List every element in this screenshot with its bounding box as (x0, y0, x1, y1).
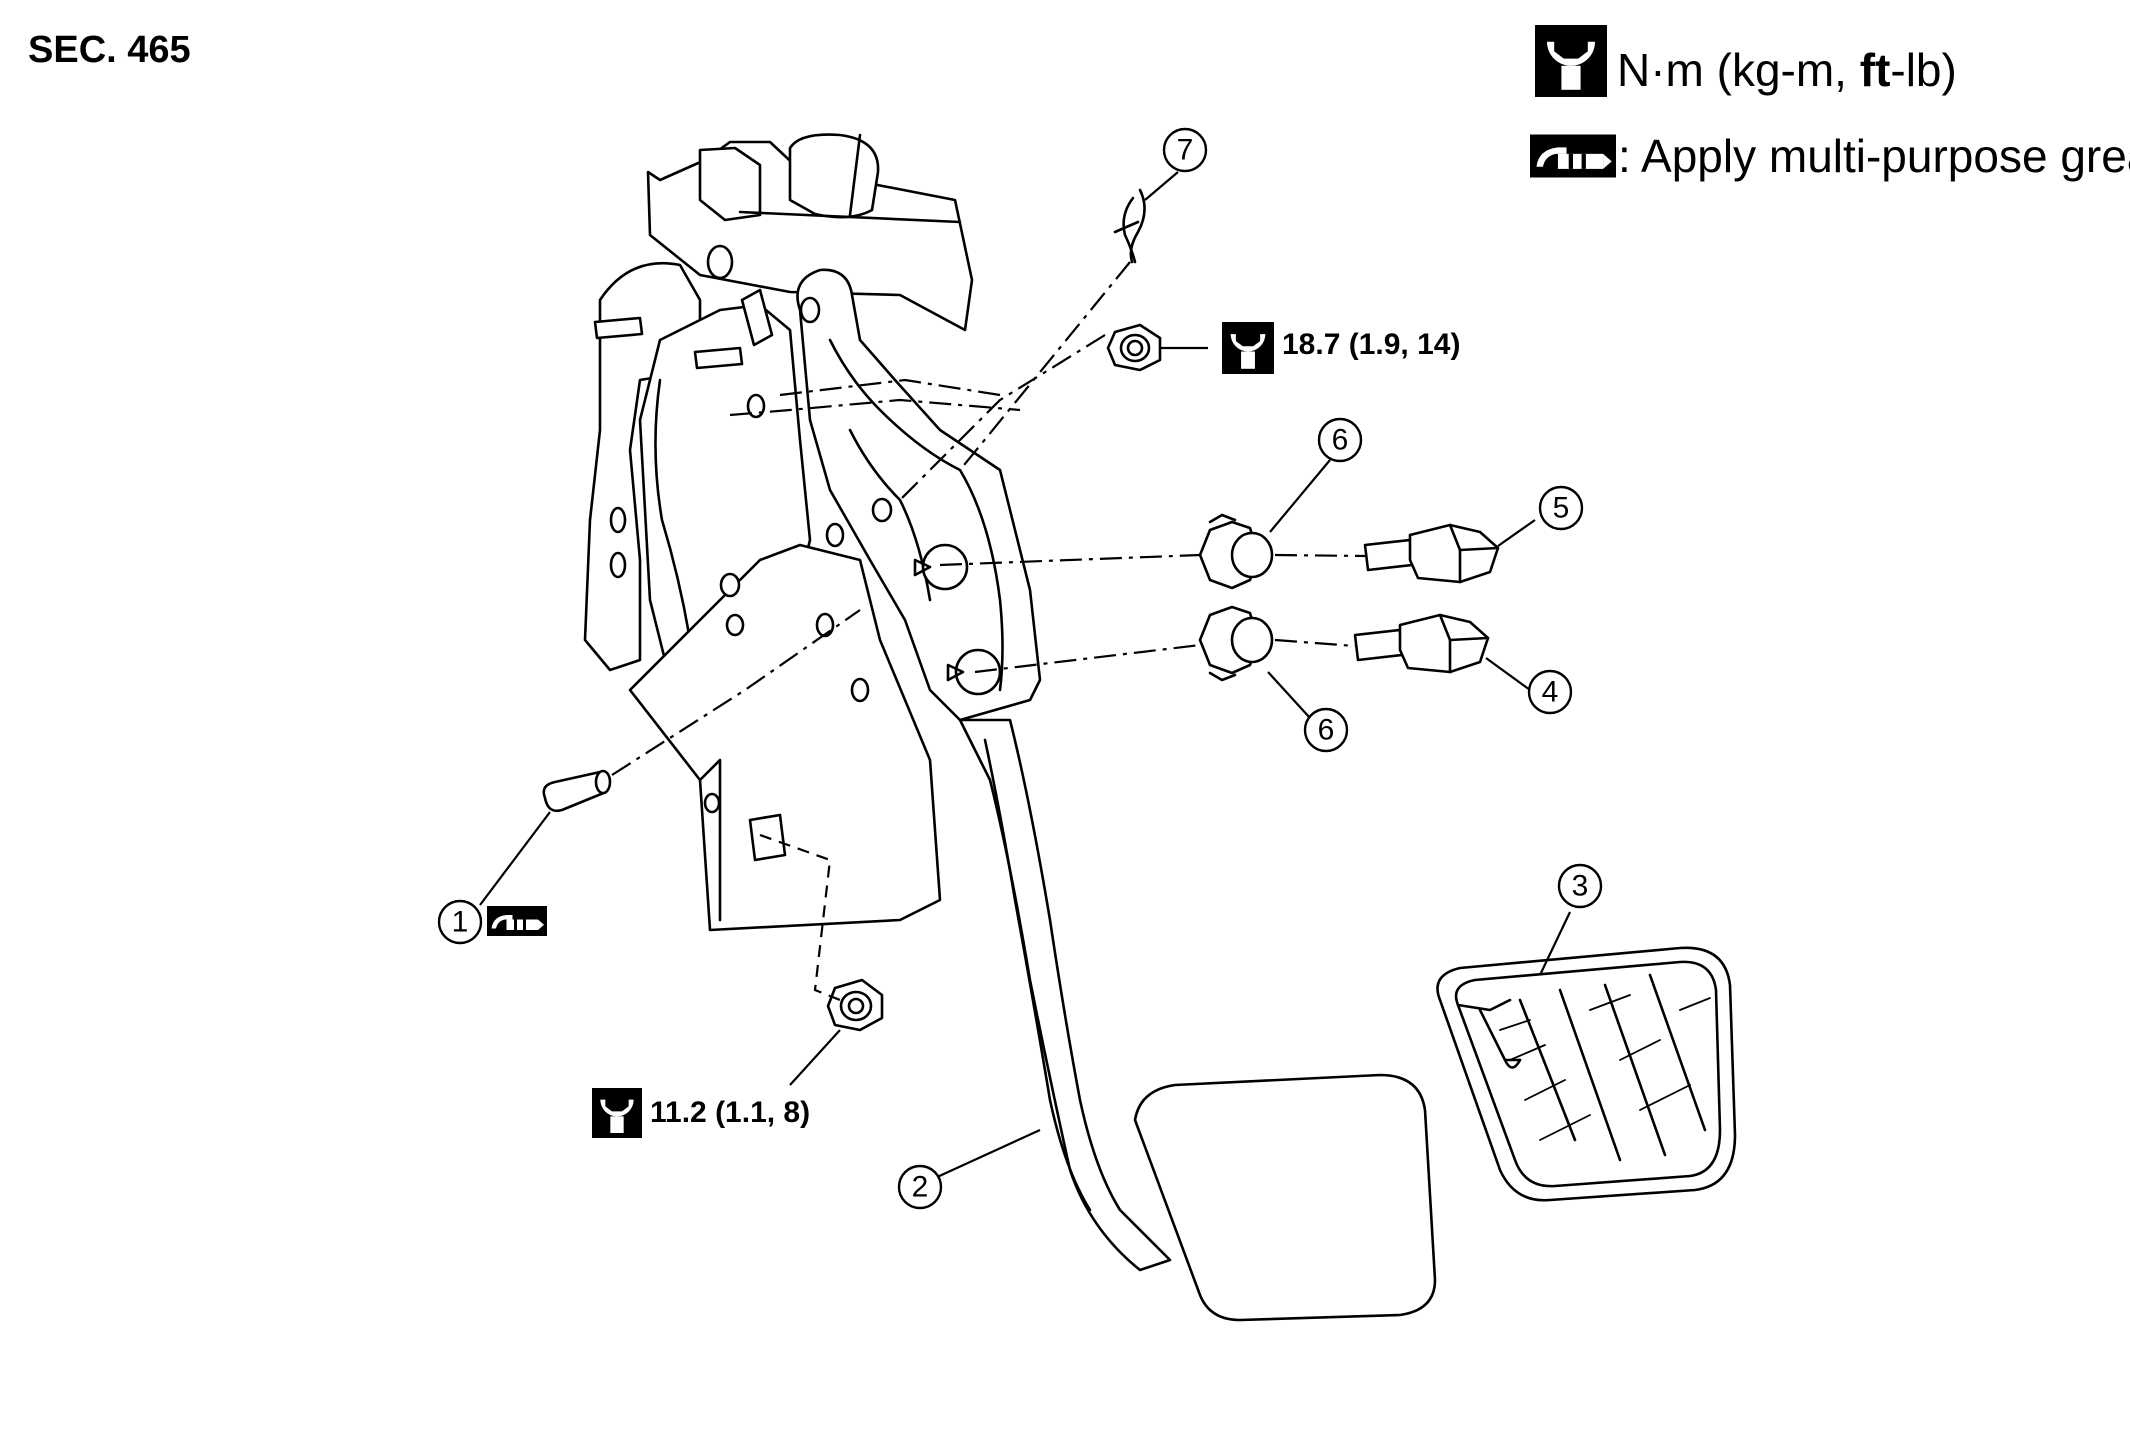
stop-lamp-switch (1363, 523, 1500, 584)
torque-wrench-icon (1535, 25, 1607, 97)
callout-1: 1 (437, 899, 483, 945)
svg-text:2: 2 (912, 1171, 929, 1204)
snap-pin (1113, 188, 1146, 264)
grease-gun-icon (487, 906, 547, 936)
upper-nut (1106, 323, 1162, 372)
legend-torque-unit-part1: N·m (kg-m, (1617, 44, 1847, 96)
lower-nut (826, 978, 884, 1032)
svg-text:1: 1 (452, 906, 469, 939)
svg-text:6: 6 (1332, 424, 1349, 457)
callout-7: 7 (1162, 127, 1208, 173)
legend-torque-unit-part3: -lb) (1890, 44, 1956, 96)
grease-gun-icon (1530, 134, 1616, 178)
callout-4: 4 (1527, 669, 1573, 715)
legend-torque: N·m (kg-m, ft-lb) (1535, 25, 1957, 97)
legend-grease: : Apply multi-purpose grease (1530, 130, 2130, 182)
torque-upper-value: 18.7 (1.9, 14) (1282, 328, 1460, 361)
callout-6-upper: 6 (1317, 417, 1363, 463)
torque-lower-value: 11.2 (1.1, 8) (650, 1096, 810, 1129)
ascd-switch (1353, 613, 1490, 674)
clevis-pin (542, 769, 612, 813)
svg-text:4: 4 (1542, 676, 1559, 709)
switch-clip-upper (1198, 513, 1274, 590)
torque-wrench-icon (592, 1088, 642, 1138)
svg-text:5: 5 (1553, 492, 1570, 525)
leaders (479, 171, 1571, 1180)
callout-5: 5 (1538, 485, 1584, 531)
switch-clip-lower (1198, 605, 1274, 682)
assembly-lines (611, 261, 1366, 1002)
legend-torque-unit-ft: ft (1847, 44, 1890, 96)
callout-2: 2 (897, 1164, 943, 1210)
torque-upper: 18.7 (1.9, 14) (1222, 322, 1460, 374)
pedal-pad-cover (1436, 946, 1737, 1202)
callout-3: 3 (1557, 863, 1603, 909)
callout-6-lower: 6 (1303, 707, 1349, 753)
torque-wrench-icon (1222, 322, 1274, 374)
pedal-bracket (583, 133, 1437, 1322)
svg-text:7: 7 (1177, 134, 1194, 167)
svg-text:6: 6 (1318, 714, 1335, 747)
svg-text:N·m (kg-m, ft-lb): N·m (kg-m, ft-lb) (1617, 44, 1957, 96)
svg-text:3: 3 (1572, 870, 1589, 903)
legend-grease-text: : Apply multi-purpose grease (1618, 130, 2130, 182)
torque-lower: 11.2 (1.1, 8) (592, 1088, 810, 1138)
section-label: SEC. 465 (28, 29, 191, 71)
